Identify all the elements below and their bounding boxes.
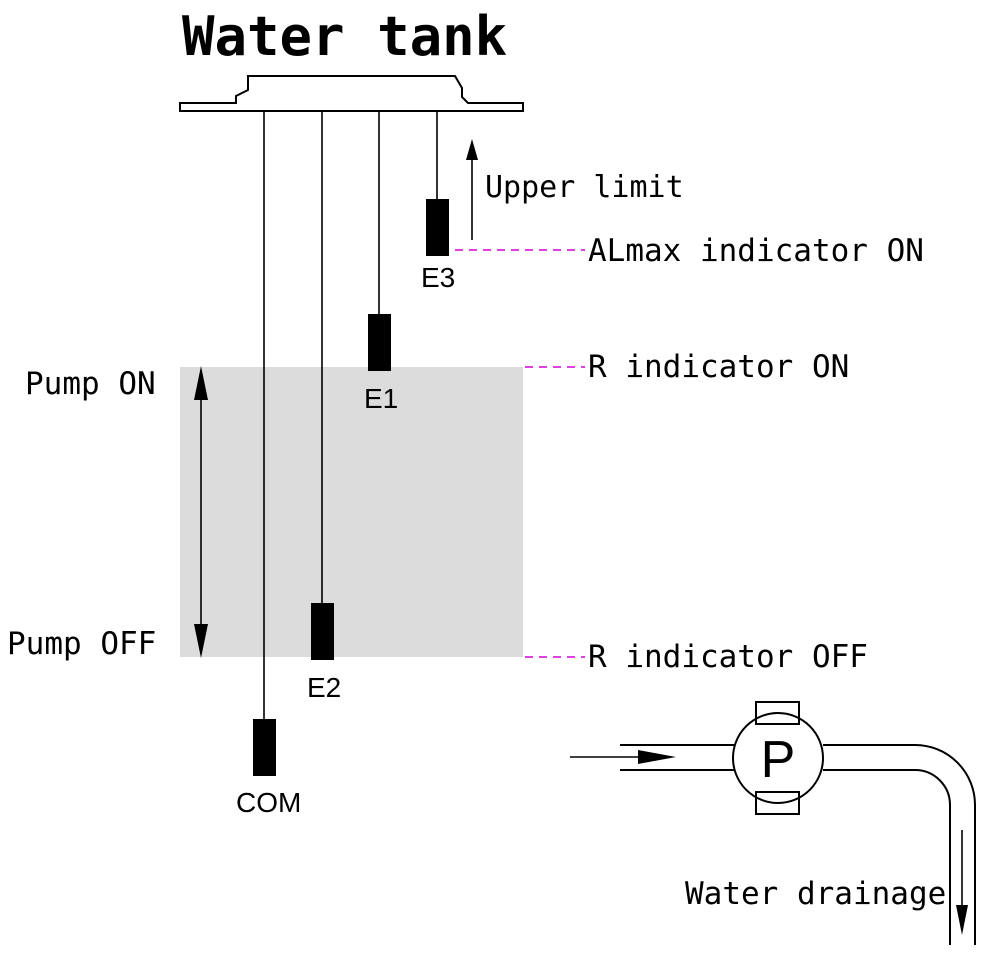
r-off-indicator-label: R indicator OFF <box>588 639 868 675</box>
pump-symbol: P <box>761 731 796 789</box>
e2-probe <box>311 603 334 660</box>
com-probe <box>253 719 276 776</box>
pump-top-cap <box>755 701 800 725</box>
tank-lid <box>179 75 524 112</box>
pump-body <box>732 712 824 804</box>
e1-label: E1 <box>364 383 398 414</box>
e3-probe <box>426 199 449 256</box>
water-drainage-label: Water drainage <box>685 876 946 912</box>
e2-label: E2 <box>307 672 341 703</box>
r-on-indicator-label: R indicator ON <box>588 349 849 385</box>
drainage-flow-arrowhead <box>956 905 968 935</box>
almax-indicator-label: ALmax indicator ON <box>588 233 924 269</box>
pump-on-label: Pump ON <box>25 366 156 402</box>
outlet-pipe-outer <box>823 744 976 945</box>
pump-range-arrowhead-top <box>194 366 208 400</box>
pump-bottom-cap <box>755 791 800 815</box>
upper-limit-label: Upper limit <box>485 170 684 205</box>
e1-probe <box>368 314 391 371</box>
e3-label: E3 <box>421 262 455 293</box>
outlet-pipe-inner <box>823 769 951 945</box>
pump-off-label: Pump OFF <box>7 626 156 662</box>
upper-limit-arrowhead <box>466 139 478 160</box>
inlet-flow-arrowhead <box>638 750 676 764</box>
diagram-title: Water tank <box>182 5 507 68</box>
com-label: COM <box>236 787 301 818</box>
pump-range-arrowhead-bottom <box>194 624 208 658</box>
pump-level-band <box>180 367 523 657</box>
